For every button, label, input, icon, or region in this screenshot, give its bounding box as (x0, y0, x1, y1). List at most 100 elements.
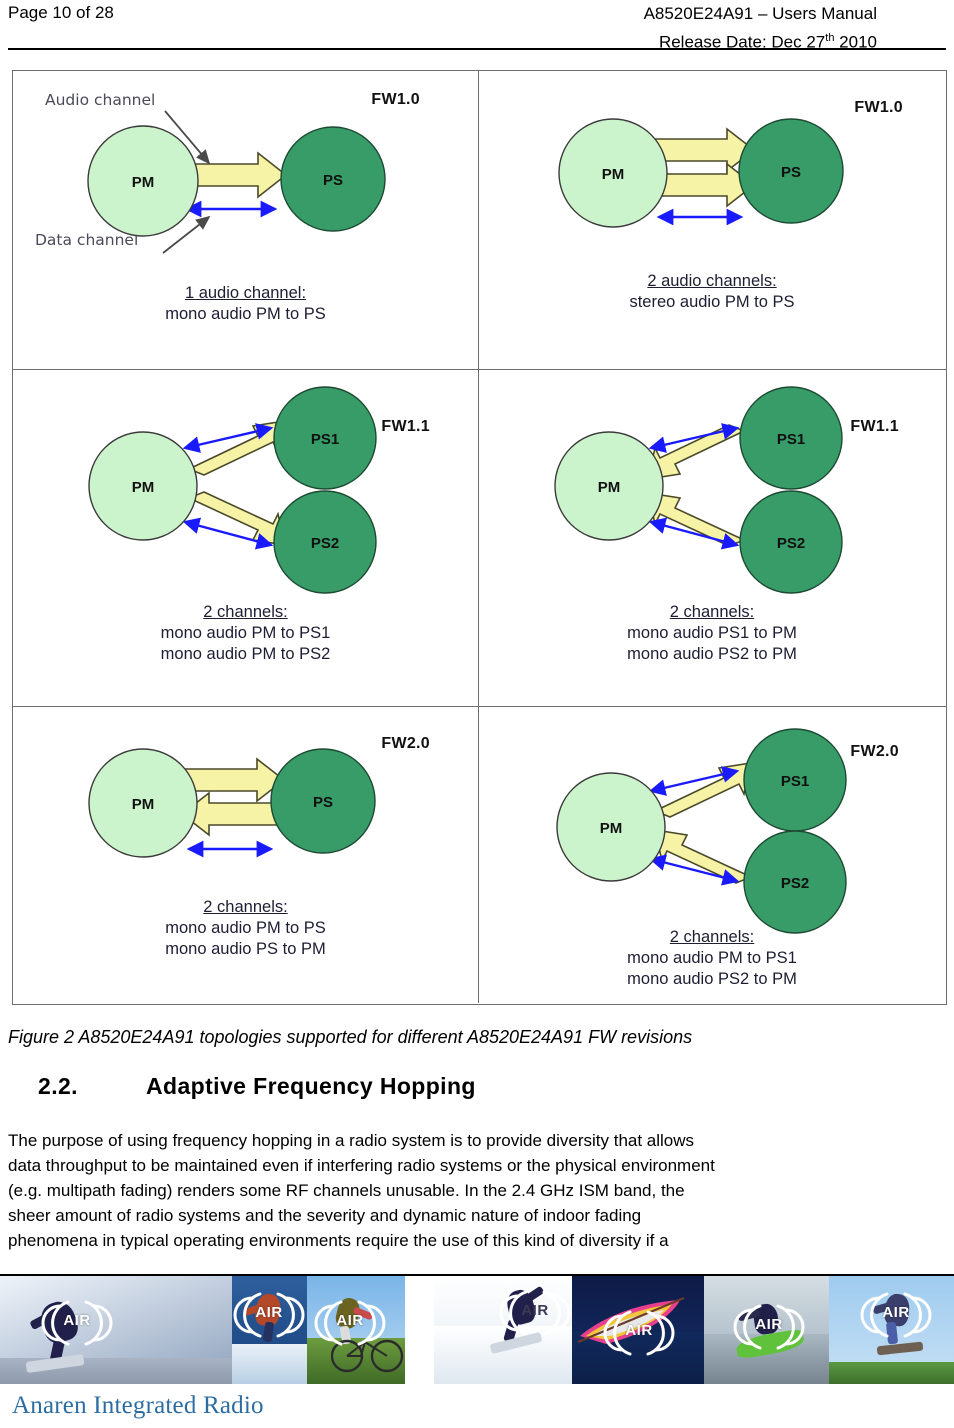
node-label-pm: PM (600, 820, 623, 837)
topology-figure-table: FW1.0 Audio channel Data channel (12, 70, 947, 1005)
cell-caption-line: 2 audio channels: (647, 272, 777, 290)
footer-panel-gap (405, 1276, 434, 1384)
node-pm (556, 772, 666, 882)
data-arrow-pm-ps2 (648, 517, 740, 550)
footer-panel-snowboarder: AIR (0, 1276, 232, 1384)
annotation-audio-channel: Audio channel (45, 91, 156, 109)
footer-panel-windsurfer: AIR (572, 1276, 704, 1384)
cell-caption: 2 channels: mono audio PM to PS1 mono au… (479, 927, 945, 990)
figure-cell-fw20-bidirectional: FW2.0 PM PS 2 channels: mono audio PM to… (13, 707, 479, 1003)
header-divider (8, 48, 946, 50)
node-pm (88, 748, 198, 858)
panel-snow (434, 1326, 572, 1384)
audio-arrow-ps2-pm (653, 829, 754, 884)
node-pm (87, 125, 199, 237)
panel-water (572, 1332, 704, 1384)
air-wave-icon (314, 1300, 386, 1346)
fw-label: FW2.0 (381, 735, 430, 752)
fw-label: FW1.1 (850, 418, 899, 435)
figure-row-3: FW2.0 PM PS 2 channels: mono audio PM to… (13, 707, 946, 1003)
air-badge-text: AIR (755, 1316, 783, 1333)
node-ps (280, 126, 386, 232)
node-label-pm: PM (598, 479, 621, 496)
cell-caption-line: mono audio PS2 to PM (627, 645, 797, 663)
node-ps1 (739, 386, 843, 490)
node-label-ps1: PS1 (777, 431, 805, 448)
data-arrow-pm-ps1 (648, 766, 740, 796)
body-paragraph: The purpose of using frequency hopping i… (8, 1128, 946, 1253)
topology-diagram-fw10-stereo: PM PS (558, 118, 844, 228)
body-line: (e.g. multipath fading) renders some RF … (8, 1181, 685, 1200)
air-badge-text: AIR (336, 1312, 364, 1329)
figure-cell-fw10-stereo: FW1.0 PM PS 2 audio channels: stereo aud… (479, 71, 945, 369)
section-heading: 2.2.Adaptive Frequency Hopping (38, 1073, 476, 1100)
node-ps2 (743, 830, 847, 934)
node-label-ps: PS (781, 164, 801, 181)
air-badge-text: AIR (625, 1322, 653, 1339)
body-line: The purpose of using frequency hopping i… (8, 1131, 695, 1150)
release-date: Release Date: Dec 27th 2010 (644, 26, 877, 55)
node-ps (738, 118, 844, 224)
figure-cell-fw20-mixed: FW2.0 PM PS1 PS2 2 channels: mono audio … (479, 707, 945, 1003)
node-label-ps2: PS2 (781, 875, 809, 892)
page-header: Page 10 of 28 A8520E24A91 – Users Manual… (0, 0, 954, 52)
cell-caption-line: stereo audio PM to PS (629, 293, 795, 311)
release-date-ordinal: th (825, 32, 835, 44)
topology-diagram-fw20-mixed: PM PS1 PS2 (556, 728, 847, 934)
node-label-pm: PM (132, 479, 155, 496)
air-badge: AIR (730, 1296, 808, 1358)
panel-water (232, 1344, 307, 1384)
cell-caption-line: mono audio PM to PS1 (160, 624, 331, 642)
air-wave-icon (499, 1290, 571, 1336)
cell-caption-line: 2 channels: (203, 898, 288, 916)
cell-caption-line: 2 channels: (669, 928, 755, 946)
data-arrow-pm-ps1 (182, 423, 274, 453)
data-arrow-pm-ps2 (182, 517, 274, 550)
node-pm (554, 431, 664, 541)
footer-divider (0, 1274, 954, 1276)
node-ps (270, 748, 376, 854)
audio-arrow-pm-ps (184, 757, 286, 803)
node-ps1 (273, 386, 377, 490)
figure-cell-fw10-mono: FW1.0 Audio channel Data channel (13, 71, 479, 369)
footer-panel-snow-skier: AIR (434, 1276, 572, 1384)
node-label-pm: PM (602, 166, 625, 183)
cell-caption-line: mono audio PM to PS1 (627, 949, 797, 967)
node-label-ps2: PS2 (311, 535, 339, 552)
topology-diagram-fw20-bidirectional: PM PS (88, 748, 376, 858)
air-wave-icon (233, 1292, 305, 1338)
air-wave-icon (41, 1300, 113, 1346)
node-label-ps1: PS1 (311, 431, 339, 448)
air-badge: AIR (600, 1302, 678, 1364)
leader-audio-channel (164, 110, 211, 165)
cell-caption: 2 channels: mono audio PS1 to PM mono au… (479, 602, 945, 665)
node-label-pm: PM (132, 174, 155, 191)
topology-diagram-fw11-downlink: PM PS1 PS2 (88, 386, 377, 594)
air-badge: AIR (496, 1282, 572, 1344)
node-label-ps: PS (323, 172, 343, 189)
bicycle-icon (331, 1339, 404, 1373)
topology-diagram-fw11-uplink: PM PS1 PS2 (554, 386, 843, 594)
body-line: data throughput to be maintained even if… (8, 1156, 715, 1175)
cell-caption: 2 channels: mono audio PM to PS1 mono au… (13, 602, 478, 665)
cell-caption: 1 audio channel: mono audio PM to PS (13, 283, 478, 325)
footer-panel-water-skier: AIR (232, 1276, 307, 1384)
footer-panel-skateboarder: AIR (829, 1276, 954, 1384)
leader-data-channel (162, 215, 211, 254)
air-badge-text: AIR (63, 1312, 91, 1329)
air-badge-text: AIR (882, 1304, 910, 1321)
page-indicator: Page 10 of 28 (8, 3, 114, 22)
cell-caption-line: mono audio PS to PM (165, 940, 326, 958)
node-pm (88, 431, 198, 541)
air-wave-icon (733, 1304, 805, 1350)
fw-label: FW1.0 (371, 91, 420, 108)
footer-panel-kayaker: AIR (704, 1276, 829, 1384)
section-title: Adaptive Frequency Hopping (146, 1073, 476, 1099)
air-badge: AIR (857, 1284, 935, 1346)
figure-row-2: FW1.1 PM PS1 PS2 2 channels: mono audi (13, 370, 946, 707)
cell-caption-line: mono audio PM to PS (165, 919, 326, 937)
data-arrow-pm-ps1 (648, 423, 740, 453)
cell-caption-line: mono audio PM to PS (165, 305, 326, 323)
figure-cell-fw11-uplink: FW1.1 PM PS1 PS2 2 channels: mono audio … (479, 370, 945, 706)
topology-diagram-fw10-mono: PM PS (87, 110, 386, 254)
